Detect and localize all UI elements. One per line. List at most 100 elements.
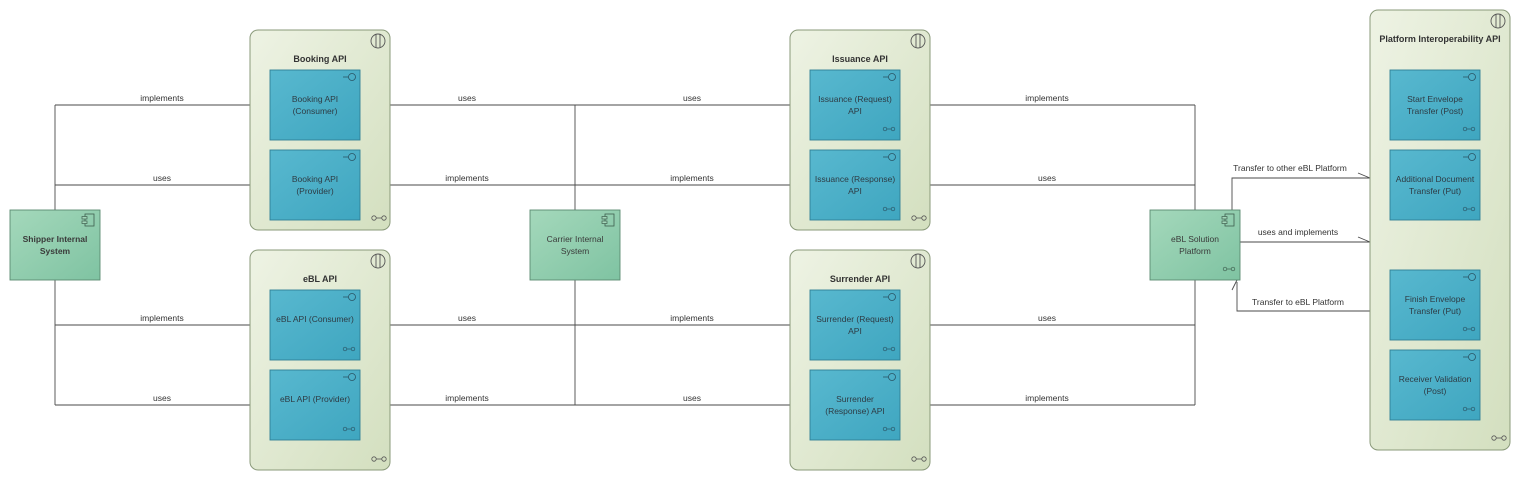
interface-icon (1463, 273, 1476, 281)
interface-label-line2: API (848, 326, 862, 336)
interface-icon (883, 153, 896, 161)
edge-label-implements: implements (445, 173, 488, 183)
connector-shipper-booking-consumer[interactable] (55, 102, 271, 106)
component-shipper[interactable]: Shipper Internal System (9, 209, 101, 281)
edge-label-implements: implements (670, 313, 713, 323)
interface-icon (343, 293, 356, 301)
edge-label-uses-and-implements: uses and implements (1258, 227, 1338, 237)
interface-icon (343, 153, 356, 161)
interface-booking-consumer[interactable]: Booking API (Consumer) (269, 69, 361, 141)
interface-label-line2: Transfer (Post) (1407, 106, 1464, 116)
interface-issuance-request[interactable]: Issuance (Request) API (809, 69, 901, 141)
interface-label-line2: (Consumer) (293, 106, 338, 116)
subsystem-icon (370, 253, 386, 269)
assembly-icon (882, 346, 896, 352)
component-label-line1: eBL Solution (1171, 234, 1219, 244)
interface-surrender-response[interactable]: Surrender (Response) API (809, 369, 901, 441)
assembly-icon (1491, 435, 1507, 441)
edge-label-implements: implements (140, 93, 183, 103)
interface-label-line1: eBL API (Consumer) (276, 314, 354, 324)
connector-shipper-ebl-provider[interactable] (55, 404, 271, 408)
interface-label-line1: Issuance (Response) (815, 174, 895, 184)
interface-issuance-response[interactable]: Issuance (Response) API (809, 149, 901, 221)
edge-label-uses: uses (458, 93, 476, 103)
edge-label-implements: implements (1025, 393, 1068, 403)
package-title: Platform Interoperability API (1379, 34, 1500, 44)
interface-icon (883, 373, 896, 381)
interface-label-line1: eBL API (Provider) (280, 394, 350, 404)
interface-label-line2: API (848, 106, 862, 116)
interface-label-line2: (Provider) (296, 186, 333, 196)
interface-label-line1: Finish Envelope (1405, 294, 1466, 304)
edge-label-implements: implements (670, 173, 713, 183)
assembly-icon (882, 426, 896, 432)
subsystem-icon (910, 33, 926, 49)
package-title: eBL API (303, 274, 337, 284)
interface-receiver-validation[interactable]: Receiver Validation (Post) (1389, 349, 1481, 421)
interface-start-envelope[interactable]: Start Envelope Transfer (Post) (1389, 69, 1481, 141)
edge-label-uses: uses (153, 173, 171, 183)
connector-transfer-to[interactable] (1236, 282, 1370, 312)
interface-label-line1: Start Envelope (1407, 94, 1463, 104)
package-title: Issuance API (832, 54, 888, 64)
component-label-line1: Carrier Internal (547, 234, 604, 244)
component-label-line1: Shipper Internal (23, 234, 88, 244)
assembly-icon (882, 126, 896, 132)
component-label-line2: System (561, 246, 589, 256)
assembly-icon (911, 215, 927, 221)
assembly-icon (342, 346, 356, 352)
component-icon (81, 213, 95, 227)
interface-label-line2: (Post) (1424, 386, 1447, 396)
interface-label-line1: Additional Document (1396, 174, 1475, 184)
assembly-icon (1222, 266, 1236, 272)
interface-additional-document[interactable]: Additional Document Transfer (Put) (1389, 149, 1481, 221)
interface-icon (343, 373, 356, 381)
interface-ebl-provider[interactable]: eBL API (Provider) (269, 369, 361, 441)
connector-arrow (1357, 172, 1371, 179)
component-label-line2: Platform (1179, 246, 1211, 256)
edge-labels: implements uses implements uses uses imp… (140, 93, 1347, 403)
assembly-icon (371, 456, 387, 462)
assembly-icon (911, 456, 927, 462)
edge-label-uses: uses (1038, 173, 1056, 183)
interface-label-line2: Transfer (Put) (1409, 186, 1461, 196)
assembly-icon (1462, 406, 1476, 412)
assembly-icon (1462, 126, 1476, 132)
interface-icon (343, 73, 356, 81)
component-icon (1221, 213, 1235, 227)
component-carrier[interactable]: Carrier Internal System (529, 209, 621, 281)
edge-label-uses: uses (683, 93, 701, 103)
edge-label-uses: uses (153, 393, 171, 403)
interface-label-line1: Booking API (292, 94, 338, 104)
edge-label-uses: uses (458, 313, 476, 323)
interface-icon (1463, 153, 1476, 161)
interface-icon (1463, 73, 1476, 81)
connector-transfer-to-other[interactable] (1231, 177, 1370, 210)
package-title: Booking API (293, 54, 346, 64)
connector-shipper-ebl-consumer[interactable] (55, 322, 271, 326)
assembly-icon (371, 215, 387, 221)
interface-label-line2: (Response) API (825, 406, 885, 416)
interface-icon (883, 293, 896, 301)
edge-label-implements: implements (140, 313, 183, 323)
assembly-icon (882, 206, 896, 212)
subsystem-icon (370, 33, 386, 49)
component-icon (601, 213, 615, 227)
component-ebl-platform[interactable]: eBL Solution Platform (1149, 209, 1241, 281)
edge-label-implements: implements (1025, 93, 1068, 103)
interface-label-line1: Surrender (Request) (816, 314, 894, 324)
interface-label-line2: Transfer (Put) (1409, 306, 1461, 316)
interface-booking-provider[interactable]: Booking API (Provider) (269, 149, 361, 221)
interface-label-line1: Surrender (836, 394, 874, 404)
interface-label-line1: Issuance (Request) (818, 94, 892, 104)
interface-finish-envelope[interactable]: Finish Envelope Transfer (Put) (1389, 269, 1481, 341)
connector-arrow (1231, 279, 1238, 291)
assembly-icon (342, 426, 356, 432)
subsystem-icon (1490, 13, 1506, 29)
subsystem-icon (910, 253, 926, 269)
interface-surrender-request[interactable]: Surrender (Request) API (809, 289, 901, 361)
assembly-icon (1462, 326, 1476, 332)
interface-ebl-consumer[interactable]: eBL API (Consumer) (269, 289, 361, 361)
connector-shipper-booking-provider[interactable] (55, 184, 271, 188)
